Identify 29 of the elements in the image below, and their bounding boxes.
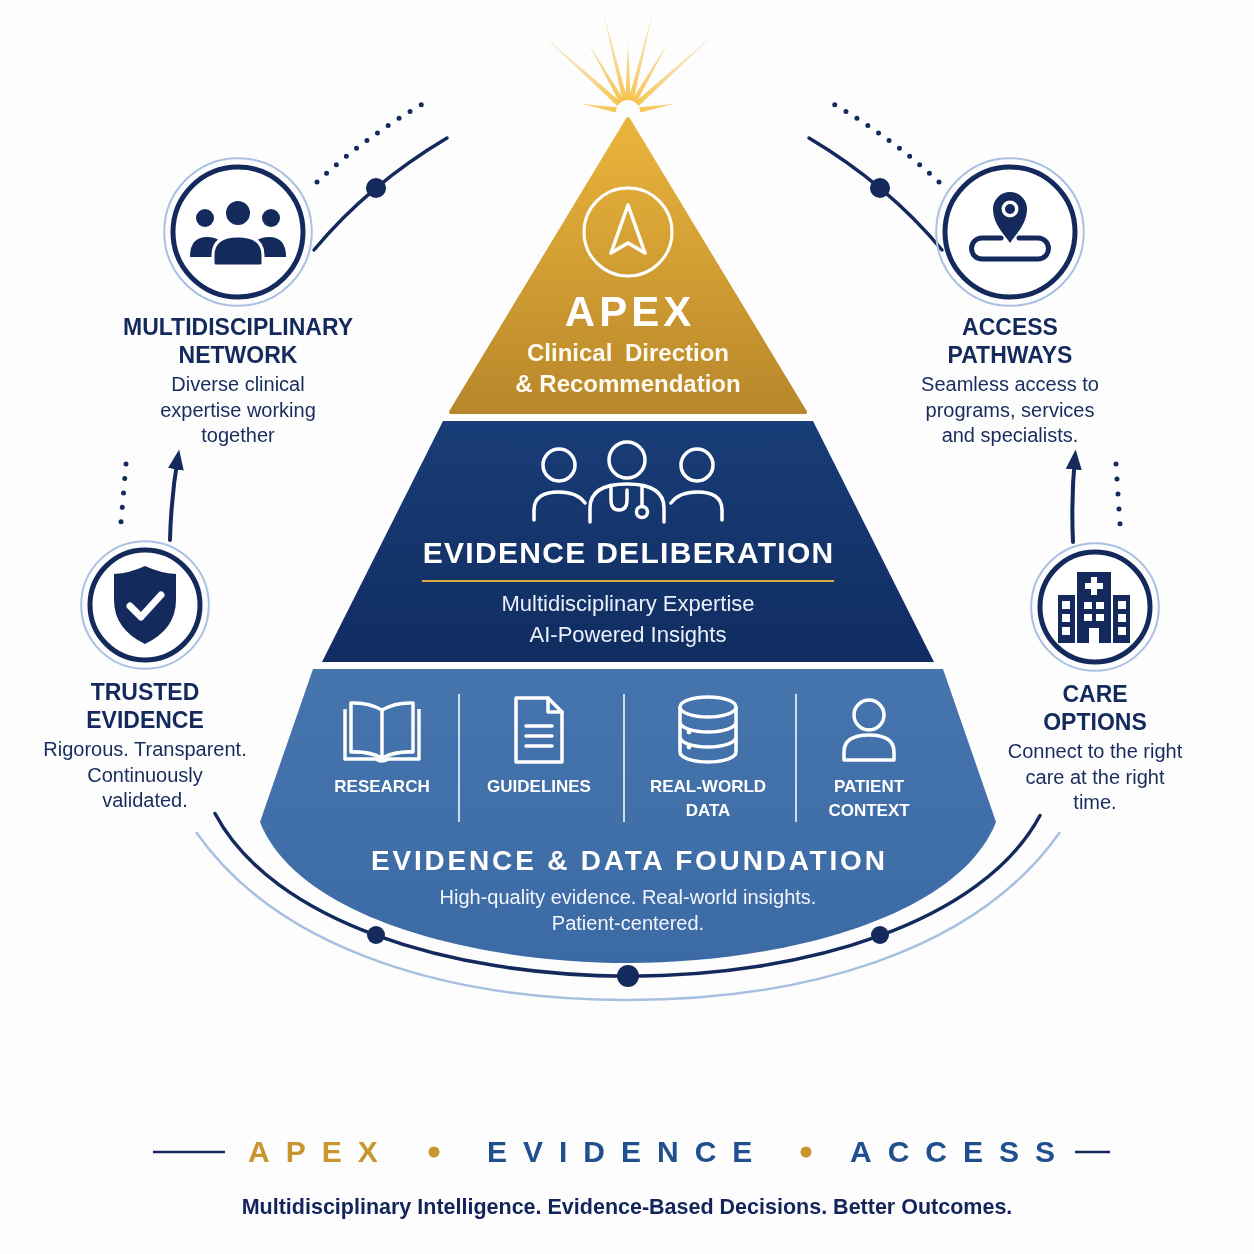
tier-subtitle: Multidisciplinary Expertise	[501, 590, 755, 618]
column-label: RESEARCH	[334, 776, 430, 798]
feature-description: Diverse clinical expertise working together	[159, 372, 317, 448]
feature-heading: CARE OPTIONS	[1042, 680, 1148, 736]
pyramid-tier	[320, 419, 936, 664]
feature-description: Rigorous. Transparent. Continuously validated.	[42, 737, 248, 813]
tier-subtitle: Clinical Direction & Recommendation	[514, 338, 742, 399]
tagline-word: EVIDENCE	[487, 1135, 769, 1169]
tier-title: APEX	[563, 289, 696, 335]
column-label: PATIENT CONTEXT	[827, 776, 911, 822]
column-label: GUIDELINES	[487, 776, 591, 798]
tier-subtitle: AI-Powered Insights	[529, 621, 727, 649]
tier-description: High-quality evidence. Real-world insights. Patient-centered.	[438, 885, 818, 936]
feature-description: Connect to the right care at the right time.	[1006, 739, 1184, 815]
arrow	[168, 449, 184, 542]
feature-heading: ACCESS PATHWAYS	[946, 313, 1074, 369]
arrow	[1065, 449, 1082, 544]
feature-description: Seamless access to programs, services and specialists.	[920, 372, 1100, 448]
tagline-word: APEX	[248, 1135, 394, 1169]
tier-title: EVIDENCE & DATA FOUNDATION	[370, 844, 888, 878]
tagline-word: ACCESS	[850, 1135, 1072, 1169]
column-label: REAL-WORLD DATA	[648, 776, 768, 822]
foundation-tier	[258, 667, 998, 965]
connector-arc	[213, 811, 1042, 978]
feature-heading: MULTIDISCIPLINARY NETWORK	[122, 313, 354, 369]
tagline-sentence: Multidisciplinary Intelligence. Evidence-Based Decisions. Better Outcomes.	[241, 1194, 1013, 1221]
apex-triangle	[448, 116, 808, 414]
feature-heading: TRUSTED EVIDENCE	[85, 678, 205, 734]
tier-title: EVIDENCE DELIBERATION	[421, 535, 835, 571]
